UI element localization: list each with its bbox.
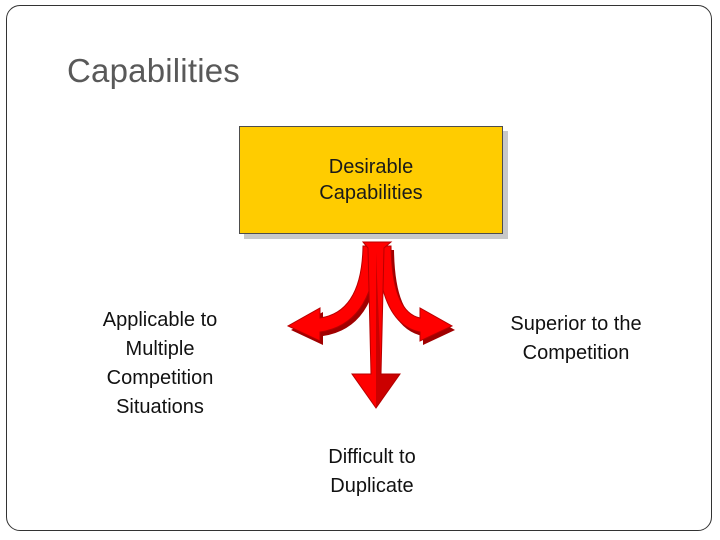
curved-arrow-left-icon: [286, 245, 378, 342]
slide-frame: [6, 5, 712, 531]
label-applicable: Applicable to Multiple Competition Situa…: [102, 309, 218, 418]
arrow-down-shade: [376, 252, 400, 408]
label-difficult: Difficult to Duplicate: [328, 446, 416, 497]
label-superior: Superior to the Competition: [510, 313, 642, 364]
arrows-graphic: [286, 241, 455, 409]
center-box-label: Desirable Capabilities: [319, 156, 423, 204]
slide-title: Capabilities: [67, 52, 240, 89]
curved-arrow-right-icon: [376, 245, 454, 342]
center-box: Desirable Capabilities: [239, 126, 503, 234]
